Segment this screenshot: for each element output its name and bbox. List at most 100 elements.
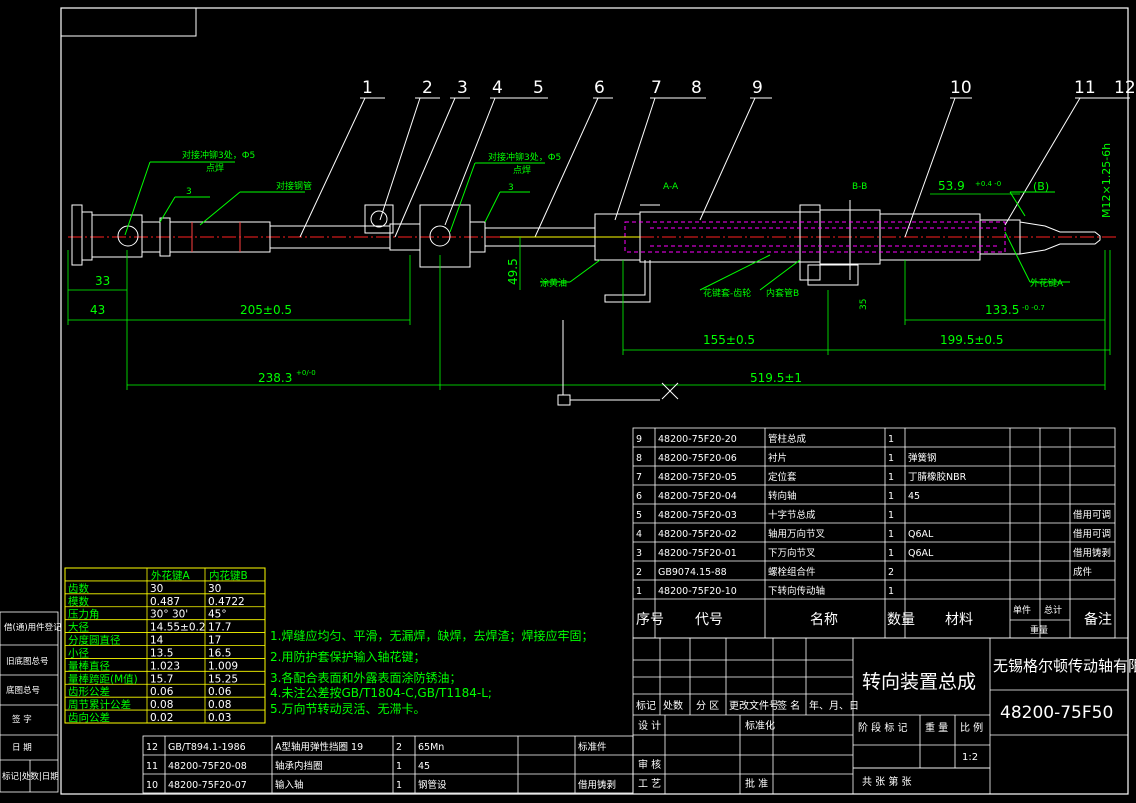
- bom-cell: 9: [636, 434, 642, 445]
- bom-lower-cell: 1: [396, 761, 402, 772]
- bom-lower-cell: 11: [146, 761, 158, 772]
- rev-sign: 签 名: [777, 699, 800, 712]
- note-3: 3.各配合表面和外露表面涂防锈油；: [270, 670, 461, 685]
- weld-note-1b: 点焊: [206, 162, 224, 174]
- bom-cell: 转向轴: [768, 490, 797, 502]
- bom-header-cell: 备注: [1084, 611, 1112, 628]
- note-2: 2.用防护套保护输入轴花键；: [270, 649, 425, 664]
- bom-cell: GB9074.15-88: [658, 567, 727, 578]
- scale-label: 比 例: [960, 721, 983, 734]
- spline-cell: 45°: [208, 609, 227, 621]
- weld-note-2b: 点焊: [513, 164, 531, 176]
- stamp-date: 日 期: [12, 743, 32, 753]
- bom-cell: 48200-75F20-02: [658, 529, 737, 540]
- bom-cell: 下转向传动轴: [768, 585, 825, 597]
- balloon-5: 5: [533, 78, 544, 98]
- spline-cell: 量棒跨距(M值): [68, 672, 138, 685]
- process-label: 工 艺: [638, 778, 661, 790]
- stamp-base-no: 底图总号: [6, 685, 40, 696]
- dim-43: 43: [90, 303, 105, 317]
- dim-33: 33: [95, 274, 110, 288]
- bom-lower-cell: 钢管设: [418, 779, 447, 791]
- balloon-9: 9: [752, 78, 763, 98]
- bom-cell: 45: [908, 491, 920, 502]
- spline-cell: 0.06: [208, 686, 232, 698]
- bom-cell: Q6AL: [908, 548, 934, 559]
- balloon-1: 1: [362, 78, 373, 98]
- bom-cell: 借用铸剥: [1073, 547, 1111, 559]
- bom-cell: 1: [888, 529, 894, 540]
- b-mark: (B): [1033, 180, 1049, 193]
- bom-cell: 衬片: [768, 452, 787, 464]
- bom-header-weight: 重量: [1030, 624, 1048, 636]
- green-annotation-texts: 对接冲铆3处，Ф5 点焊 对接钢管 对接冲铆3处，Ф5 点焊 3 3 A-A B…: [182, 143, 1113, 299]
- spline-cell: 齿数: [68, 582, 89, 595]
- spline-cell: 0.06: [150, 686, 174, 698]
- ref-3b: 3: [508, 183, 514, 193]
- rev-mark: 标记: [636, 700, 656, 712]
- bom-cell: 48200-75F20-20: [658, 434, 737, 445]
- spline-cell: 周节累计公差: [68, 698, 131, 711]
- spline-cell: 30: [208, 583, 221, 595]
- bom-cell: 48200-75F20-05: [658, 472, 737, 483]
- bom-cell: 管柱总成: [768, 433, 807, 445]
- spline-cell: 1.023: [150, 660, 180, 672]
- bom-lower-cell: 48200-75F20-08: [168, 761, 247, 772]
- balloon-11: 11: [1074, 78, 1096, 98]
- corner-box: [60, 7, 197, 37]
- drawing-frame: [60, 7, 1129, 795]
- weight-label: 重 量: [925, 721, 948, 734]
- bom-lower-cell: 2: [396, 742, 402, 753]
- bom-cell: 轴用万向节叉: [768, 528, 826, 540]
- scale-value: 1:2: [962, 752, 978, 763]
- company-name: 无锡格尔顿传动轴有限公司: [993, 657, 1136, 675]
- approve-label: 批 准: [745, 777, 768, 790]
- bom-cell: 弹簧钢: [908, 452, 937, 464]
- spline-cell: 小径: [68, 646, 89, 659]
- bom-lower-cell: 输入轴: [275, 779, 304, 791]
- bom-cell: 48200-75F20-10: [658, 586, 737, 597]
- standard-label: 标准化: [745, 719, 775, 732]
- balloon-numbers: 1 2 3 4 5 6 7 8 9 10 11 12: [362, 78, 1136, 98]
- balloon-8: 8: [691, 78, 702, 98]
- bom-cell: 48200-75F20-03: [658, 510, 737, 521]
- spline-cell: 模数: [68, 595, 89, 608]
- spline-sleeve-note: 花键套-齿轮: [703, 287, 751, 299]
- bom-header-cell: 名称: [810, 612, 838, 628]
- bom-header-cell: 总计: [1044, 604, 1062, 616]
- bom-cell: 6: [636, 491, 642, 502]
- bom-cell: 2: [888, 567, 894, 578]
- spline-cell: 0.08: [150, 699, 173, 711]
- dim-155: 155±0.5: [703, 333, 755, 347]
- bom-cell: 48200-75F20-04: [658, 491, 737, 502]
- dim-133-5-tol: -0 -0.7: [1022, 304, 1045, 312]
- rev-count: 处数: [663, 699, 683, 712]
- bom-header-cell: 材料: [945, 612, 973, 628]
- spline-cell: 分度圆直径: [68, 634, 121, 647]
- spline-cell: 30° 30': [150, 609, 188, 621]
- bom-cell: 十字节总成: [768, 509, 816, 521]
- rev-date: 年、月、日: [809, 699, 859, 712]
- balloon-7: 7: [651, 78, 662, 98]
- bom-cell: 借用可调: [1073, 509, 1111, 521]
- bom-lower-cell: 12: [146, 742, 158, 753]
- spline-cell: 15.7: [150, 673, 173, 685]
- bom-lower-cell: GB/T894.1-1986: [168, 742, 246, 753]
- spline-cell: 1.009: [208, 660, 238, 672]
- balloon-2: 2: [422, 78, 433, 98]
- section-a: A-A: [663, 182, 679, 192]
- bom-cell: 48200-75F20-01: [658, 548, 737, 559]
- dim-133-5: 133.5: [985, 303, 1019, 317]
- balloon-3: 3: [457, 78, 468, 98]
- technical-notes: 1.焊缝应均匀、平滑，无漏焊，缺焊，去焊渣；焊接应牢固； 2.用防护套保护输入轴…: [270, 628, 593, 716]
- spline-cell: 齿形公差: [68, 685, 110, 698]
- bom-cell: 5: [636, 510, 642, 521]
- check-label: 审 核: [638, 758, 661, 771]
- bom-header-cell: 数量: [887, 612, 915, 628]
- bom-header-cell: 代号: [695, 612, 723, 628]
- dimension-texts: 33 43 205±0.5 49.5 238.3 +0/-0 519.5±1 1…: [90, 179, 1045, 385]
- spline-cell: 17.7: [208, 622, 231, 634]
